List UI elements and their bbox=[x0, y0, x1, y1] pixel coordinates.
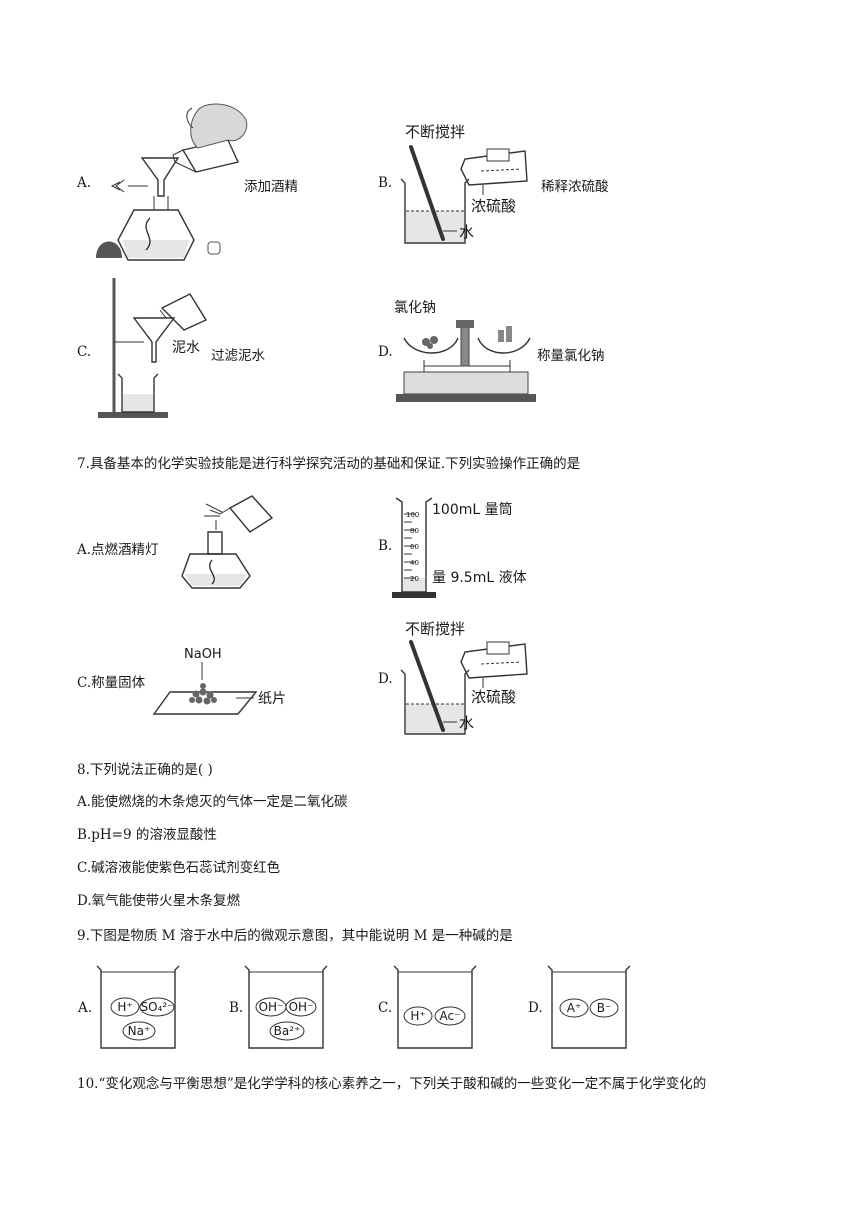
q9-option-c-beaker: H⁺ Ac⁻ bbox=[393, 965, 477, 1049]
q9-option-b-beaker: OH⁻ OH⁻ Ba²⁺ bbox=[244, 965, 328, 1049]
q7-option-d-letter: D. bbox=[378, 671, 393, 687]
q7-d-acid-label: 浓硫酸 bbox=[471, 688, 516, 706]
q7-b-tick-100: 100 bbox=[406, 511, 419, 519]
q9-option-a-beaker: H⁺ SO₄²⁻ Na⁺ bbox=[96, 965, 180, 1049]
q7-d-water-label: 水 bbox=[459, 714, 474, 732]
q6-option-d-figure: 氯化钠 bbox=[394, 300, 536, 402]
q6-option-c-caption: 过滤泥水 bbox=[211, 348, 265, 364]
q9-a-ion-1: H⁺ bbox=[117, 1000, 132, 1014]
q7-b-volume-label: 量 9.5mL 液体 bbox=[432, 570, 527, 586]
q6-option-b-figure: 不断搅拌 浓硫酸 水 bbox=[400, 123, 528, 244]
q7-b-tick-20: 20 bbox=[410, 575, 419, 583]
q7-b-tick-60: 60 bbox=[410, 543, 419, 551]
q6-option-d-letter: D. bbox=[378, 344, 393, 360]
q6-b-acid-label: 浓硫酸 bbox=[471, 197, 516, 215]
q9-c-ion-2: Ac⁻ bbox=[440, 1009, 461, 1023]
q6-option-a-letter: A. bbox=[77, 175, 92, 191]
q6-option-c-letter: C. bbox=[77, 344, 92, 360]
q8-stem: 8.下列说法正确的是( ) bbox=[77, 762, 213, 778]
q9-a-ion-3: Na⁺ bbox=[128, 1024, 151, 1038]
q6-d-nacl-label: 氯化钠 bbox=[394, 300, 436, 316]
q9-option-b-letter: B. bbox=[229, 1000, 244, 1016]
q7-option-c-figure: NaOH 纸片 bbox=[152, 647, 286, 715]
q7-option-a-figure bbox=[181, 495, 274, 589]
q9-option-d-beaker: A⁺ B⁻ bbox=[547, 965, 631, 1049]
q9-option-c-letter: C. bbox=[378, 1000, 393, 1016]
q9-option-a-letter: A. bbox=[78, 1000, 93, 1016]
q9-b-ion-1: OH⁻ bbox=[259, 1000, 284, 1014]
q7-b-tick-40: 40 bbox=[410, 559, 419, 567]
q8-option-c: C.碱溶液能使紫色石蕊试剂变红色 bbox=[77, 860, 281, 876]
q9-d-ion-2: B⁻ bbox=[597, 1001, 612, 1015]
q6-option-a-caption: 添加酒精 bbox=[244, 179, 298, 195]
q7-stem: 7.具备基本的化学实验技能是进行科学探究活动的基础和保证.下列实验操作正确的是 bbox=[77, 456, 581, 472]
q7-option-a-text: A.点燃酒精灯 bbox=[77, 542, 159, 558]
q6-option-b-caption: 稀释浓硫酸 bbox=[541, 179, 609, 195]
q7-b-cylinder-label: 100mL 量筒 bbox=[432, 501, 513, 518]
q10-stem: 10.“变化观念与平衡思想”是化学学科的核心素养之一，下列关于酸和碱的一些变化一… bbox=[77, 1076, 707, 1092]
q8-option-b: B.pH=9 的溶液显酸性 bbox=[77, 827, 217, 843]
q6-option-c-figure: 泥水 bbox=[98, 278, 208, 418]
q6-b-stir-label: 不断搅拌 bbox=[405, 123, 465, 141]
q6-b-water-label: 水 bbox=[459, 223, 474, 241]
q9-c-ion-1: H⁺ bbox=[410, 1009, 425, 1023]
q7-d-stir-label: 不断搅拌 bbox=[405, 620, 465, 638]
q6-option-a-figure bbox=[96, 103, 248, 261]
q6-option-d-caption: 称量氯化钠 bbox=[537, 348, 605, 364]
q7-c-naoh-label: NaOH bbox=[184, 647, 222, 662]
q6-option-b-letter: B. bbox=[378, 175, 393, 191]
q7-option-d-figure: 不断搅拌 浓硫酸 水 bbox=[400, 620, 528, 735]
q6-c-mud-label: 泥水 bbox=[172, 340, 200, 356]
q7-option-b-letter: B. bbox=[378, 538, 393, 554]
q9-option-d-letter: D. bbox=[528, 1000, 543, 1016]
q8-option-a: A.能使燃烧的木条熄灭的气体一定是二氧化碳 bbox=[77, 794, 348, 810]
q9-a-ion-2: SO₄²⁻ bbox=[140, 1000, 173, 1014]
q7-b-tick-80: 80 bbox=[410, 527, 419, 535]
q9-stem: 9.下图是物质 M 溶于水中后的微观示意图，其中能说明 M 是一种碱的是 bbox=[77, 928, 513, 944]
q9-b-ion-3: Ba²⁺ bbox=[274, 1024, 301, 1038]
q7-c-paper-label: 纸片 bbox=[258, 691, 286, 707]
q7-option-b-figure: 100 80 60 40 20 100mL 量筒 量 9.5mL 液体 bbox=[392, 497, 527, 598]
q9-d-ion-1: A⁺ bbox=[567, 1001, 582, 1015]
q8-option-d: D.氧气能使带火星木条复燃 bbox=[77, 893, 241, 909]
q7-option-c-text: C.称量固体 bbox=[77, 675, 146, 691]
q9-b-ion-2: OH⁻ bbox=[289, 1000, 314, 1014]
